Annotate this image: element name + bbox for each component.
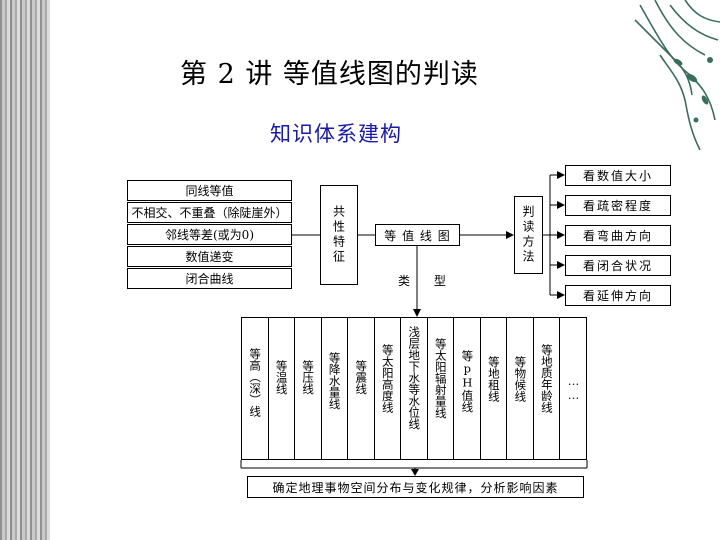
section-subtitle: 知识体系建构 [270,122,402,146]
isoline-types-table: 等高（深）线 等温线 等压线 等降水量线 等震线 等太阳高度线 浅层地下水等水位… [241,317,587,460]
type-label-text: 等太阳高度线 [380,344,395,413]
page-title: 第 2 讲 等值线图的判读 [180,59,479,90]
type-label-text: 等地租线 [486,356,501,402]
left-decorative-stripes [0,0,50,540]
method-box: 看数值大小 [565,165,671,186]
isoline-map-box: 等 值 线 图 [375,224,460,246]
type-label: 类 型 [398,274,456,288]
common-features-box: 共性特征 [320,185,358,285]
type-label-text: 浅层地下水等水位线 [407,326,422,430]
type-column: 等高（深）线 [242,318,269,459]
feature-box: 邻线等差(或为0) [127,224,292,245]
type-label-text: 等地质年龄线 [539,344,554,413]
feature-box: 不相交、不重叠（除陡崖外） [127,202,292,223]
type-column: 等太阳高度线 [375,318,402,459]
conclusion-box: 确定地理事物空间分布与变化规律，分析影响因素 [247,476,584,498]
type-label-text: 等pH值线 [460,350,475,413]
type-column: 等物候线 [507,318,534,459]
feature-box: 数值递变 [127,246,292,267]
type-label-text: 等降水量线 [327,352,342,410]
type-label-text: 等太阳辐射量线 [433,338,448,419]
method-box: 看闭合状况 [565,255,671,276]
type-column: 等太阳辐射量线 [428,318,455,459]
type-label-text: …… [566,374,581,402]
type-label-text: 等高（深）线 [248,348,263,417]
interpretation-method-label: 判读方法 [521,205,535,265]
interpretation-method-box: 判读方法 [514,196,543,274]
type-column: …… [560,318,586,459]
type-column: 等地质年龄线 [534,318,561,459]
type-column: 等pH值线 [454,318,481,459]
type-column: 等温线 [269,318,296,459]
type-label-text: 等压线 [301,360,316,395]
feather-ornament-icon [634,0,720,151]
type-column: 等压线 [295,318,322,459]
method-box: 看弯曲方向 [565,225,671,246]
type-column: 等降水量线 [322,318,349,459]
feature-box: 闭合曲线 [127,268,292,289]
type-column: 等震线 [348,318,375,459]
type-label-text: 等物候线 [513,356,528,402]
type-column: 等地租线 [481,318,508,459]
common-features-label: 共性特征 [331,205,346,265]
method-box: 看延伸方向 [565,285,671,306]
type-label-text: 等震线 [354,360,369,395]
feature-box: 同线等值 [127,180,292,201]
type-column: 浅层地下水等水位线 [401,318,428,459]
method-box: 看疏密程度 [565,195,671,216]
type-label-text: 等温线 [274,360,289,395]
